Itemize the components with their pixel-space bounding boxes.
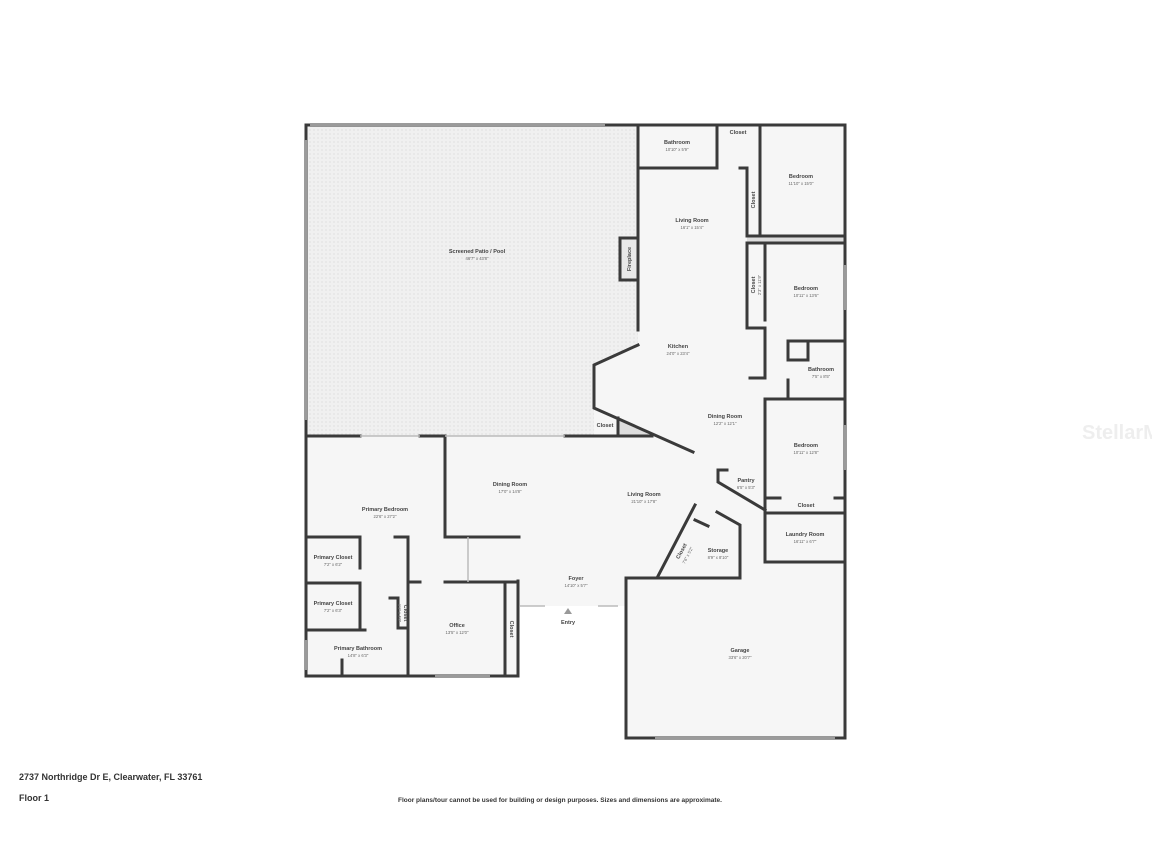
patio-floor: [306, 125, 638, 436]
room-dims: 10'11" x 13'6": [794, 293, 819, 298]
room-dims: 10'10" x 5'9": [666, 147, 689, 152]
room-name: Dining Room: [708, 414, 742, 420]
windows: [305, 124, 846, 739]
room-name: Pantry: [737, 478, 755, 484]
room-name: Bedroom: [794, 286, 818, 292]
room-dims: 7'2" x 6'3": [324, 608, 343, 613]
room-dims: 7'5" x 8'5": [812, 374, 831, 379]
room-dims: 8'9" x 8'10": [708, 555, 729, 560]
address: 2737 Northridge Dr E, Clearwater, FL 337…: [19, 772, 203, 782]
room-dims: 14'10" x 5'7": [565, 583, 588, 588]
room-dims: 46'7" x 43'8": [466, 256, 489, 261]
room-name: Closet: [730, 130, 747, 136]
room-name: Kitchen: [668, 344, 689, 350]
room-name: Closet: [508, 621, 514, 638]
room-dims: 2'3" x 11'9": [757, 274, 762, 295]
fireplace: [620, 238, 638, 280]
room-name: Primary Bathroom: [334, 646, 382, 652]
room-dims: 16'1" x 15'4": [681, 225, 704, 230]
room-name: Bathroom: [664, 140, 690, 146]
room-name: Bedroom: [794, 443, 818, 449]
room-dims: 1'1" x 4'0": [397, 604, 402, 623]
room-name: Living Room: [627, 492, 660, 498]
entry-label: Entry: [561, 620, 576, 626]
room-dims: 7'2" x 6'2": [324, 562, 343, 567]
room-name: Primary Closet: [314, 601, 353, 607]
room-name: Office: [449, 623, 465, 629]
room-dims: 24'0" x 23'4": [667, 351, 690, 356]
room-name: Primary Closet: [314, 555, 353, 561]
room-dims: 21'10" x 17'8": [631, 499, 657, 504]
room-name: Storage: [708, 548, 728, 554]
room-dims: 11'10" x 15'0": [789, 181, 814, 186]
floor-label: Floor 1: [19, 793, 50, 803]
room-dims: 6'5" x 5'3": [737, 485, 756, 490]
house-floor: [306, 125, 845, 738]
room-name: Closet: [751, 191, 757, 208]
room-name: Screened Patio / Pool: [449, 249, 506, 255]
room-name: Fireplace: [627, 247, 633, 271]
room-dims: 17'0" x 14'8": [499, 489, 522, 494]
room-dims: 22'6" x 27'2": [374, 514, 397, 519]
hall-strip: [747, 236, 845, 243]
room-name: Foyer: [569, 576, 585, 582]
room-dims: 16'11" x 6'7": [794, 539, 817, 544]
room-name: Living Room: [675, 218, 708, 224]
room-name: Bedroom: [789, 174, 813, 180]
room-name: Closet: [402, 605, 408, 622]
room-dims: 12'2" x 12'1": [714, 421, 737, 426]
room-name: Closet: [751, 276, 757, 293]
disclaimer: Floor plans/tour cannot be used for buil…: [398, 797, 722, 804]
room-name: Dining Room: [493, 482, 527, 488]
watermark: StellarMLS: [1082, 422, 1152, 444]
room-name: Garage: [731, 648, 750, 654]
entry-arrow-icon: [564, 608, 572, 614]
room-name: Primary Bedroom: [362, 507, 408, 513]
room-dims: 13'5" x 12'0": [446, 630, 469, 635]
room-name: Bathroom: [808, 367, 834, 373]
room-dims: 33'6" x 20'7": [729, 655, 752, 660]
room-dims: 10'11" x 12'8": [794, 450, 819, 455]
room-dims: 14'8" x 6'3": [348, 653, 369, 658]
room-name: Closet: [597, 423, 614, 429]
room-name: Laundry Room: [786, 532, 825, 538]
room-name: Closet: [798, 503, 815, 509]
